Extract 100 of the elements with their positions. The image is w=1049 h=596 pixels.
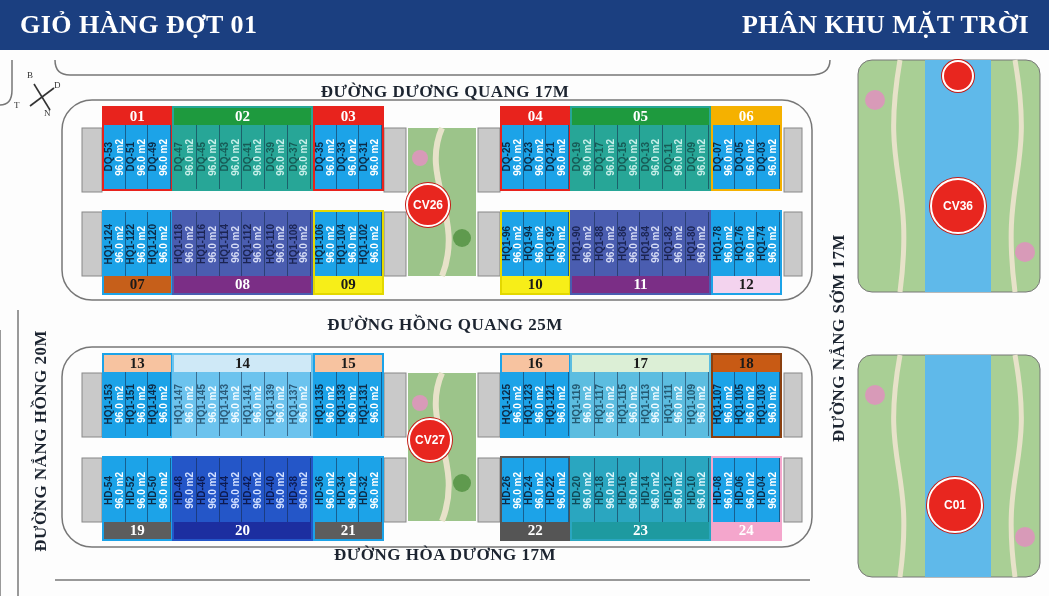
- group-number: 11: [572, 276, 709, 293]
- lot-area: 96.0 m2: [534, 225, 546, 263]
- lot-code: HQ1-118: [174, 224, 185, 264]
- zone-code: C01: [944, 498, 966, 512]
- lot-area: 96.0 m2: [767, 225, 779, 263]
- lot-code: HQ1-88: [595, 226, 606, 262]
- lot-group: [500, 210, 571, 295]
- lot-area: 96.0 m2: [697, 225, 708, 263]
- lot-area: 96.0 m2: [674, 138, 685, 176]
- group-number: 19: [104, 522, 171, 539]
- lot-area: 96.0 m2: [136, 138, 148, 176]
- lot-code: HD-38: [288, 475, 300, 505]
- lot-code: HD-18: [595, 475, 606, 505]
- lot-area: 96.0 m2: [651, 225, 662, 263]
- group-number: 13: [104, 355, 171, 372]
- lot-area: 96.0 m2: [512, 471, 524, 509]
- lot-box: [572, 372, 595, 436]
- compass-letter: T: [14, 100, 20, 110]
- lot-code: HD-44: [220, 475, 231, 505]
- lot-area: 96.0 m2: [369, 138, 381, 176]
- lot-area: 96.0 m2: [745, 138, 757, 176]
- lot-area: 96.0 m2: [556, 138, 568, 176]
- lot-code: HD-04: [757, 475, 768, 505]
- lot-code: HQ1-86: [618, 226, 629, 262]
- lot-group: [102, 106, 173, 191]
- lot-area: 96.0 m2: [276, 138, 287, 176]
- road-name: ĐƯỜNG NẮNG HỒNG 20M: [31, 330, 51, 552]
- lot-box: [572, 125, 595, 189]
- lot-area: 96.0 m2: [207, 385, 219, 423]
- lot-area: 96.0 m2: [723, 385, 735, 423]
- group-number: 16: [502, 355, 569, 372]
- lot-box: [148, 372, 171, 436]
- lot-box: [735, 212, 758, 276]
- lot-code: DQ-31: [359, 142, 370, 172]
- lot-code: HQ1-102: [359, 223, 370, 265]
- lot-code: HD-08: [713, 475, 724, 505]
- zone-code: CV36: [943, 199, 973, 213]
- lot-code: HQ1-149: [148, 383, 159, 425]
- lot-box: [174, 372, 197, 436]
- lot-code: HQ1-117: [595, 384, 606, 424]
- lot-code: HD-36: [315, 475, 326, 505]
- lot-code: HQ1-105: [735, 383, 746, 425]
- lot-code: HQ1-151: [126, 383, 137, 425]
- lot-box: [524, 125, 547, 189]
- lot-area: 96.0 m2: [347, 471, 359, 509]
- lot-box: [174, 125, 197, 189]
- lot-area: 96.0 m2: [276, 385, 287, 423]
- lot-box: [757, 372, 780, 436]
- lot-area: 96.0 m2: [745, 225, 757, 263]
- lot-area: 96.0 m2: [767, 138, 779, 176]
- lot-box: [663, 212, 687, 276]
- lot-area: 96.0 m2: [369, 471, 381, 509]
- lot-area: 96.0 m2: [136, 225, 148, 263]
- lot-area: 96.0 m2: [253, 385, 264, 423]
- lot-code: HD-12: [663, 475, 675, 505]
- lot-group: [172, 210, 313, 295]
- group-number: 17: [572, 355, 709, 372]
- lot-box: [359, 212, 382, 276]
- lot-code: DQ-49: [148, 142, 159, 172]
- lot-box: [242, 458, 266, 522]
- lot-area: 96.0 m2: [158, 225, 170, 263]
- lot-group: [570, 106, 711, 191]
- lot-code: HD-50: [148, 475, 159, 505]
- lot-box: [148, 458, 171, 522]
- lot-box: [546, 212, 569, 276]
- lot-code: HQ1-76: [735, 226, 746, 262]
- lot-area: 96.0 m2: [512, 225, 524, 263]
- lot-code: HQ1-147: [174, 383, 185, 425]
- lot-box: [126, 212, 149, 276]
- lot-area: 96.0 m2: [325, 471, 337, 509]
- lot-box: [594, 372, 618, 436]
- lot-code: HQ1-74: [757, 226, 768, 262]
- lot-area: 96.0 m2: [136, 471, 148, 509]
- lot-box: [104, 125, 127, 189]
- lot-area: 96.0 m2: [276, 471, 287, 509]
- lot-group: [711, 210, 782, 295]
- lot-box: [174, 212, 197, 276]
- lot-code: HQ1-131: [359, 383, 370, 425]
- lot-code: HQ1-123: [524, 383, 535, 425]
- lot-code: HQ1-153: [104, 383, 115, 425]
- lot-box: [524, 458, 547, 522]
- lot-box: [640, 125, 664, 189]
- lot-code: DQ-07: [713, 142, 724, 172]
- group-number: 05: [572, 108, 709, 125]
- compass-letter: D: [54, 80, 61, 90]
- lot-code: DQ-21: [546, 142, 557, 172]
- lot-box: [242, 372, 266, 436]
- lot-area: 96.0 m2: [628, 225, 640, 263]
- lot-box: [640, 372, 664, 436]
- lot-group: [711, 106, 782, 191]
- lot-code: HD-22: [546, 475, 557, 505]
- lot-area: 96.0 m2: [697, 138, 708, 176]
- group-number: 10: [502, 276, 569, 293]
- lot-code: HD-26: [502, 475, 513, 505]
- lot-code: DQ-15: [618, 142, 629, 172]
- lot-code: HQ1-120: [148, 223, 159, 265]
- lot-box: [757, 212, 780, 276]
- lot-box: [502, 458, 525, 522]
- lot-box: [242, 212, 266, 276]
- lot-area: 96.0 m2: [628, 471, 640, 509]
